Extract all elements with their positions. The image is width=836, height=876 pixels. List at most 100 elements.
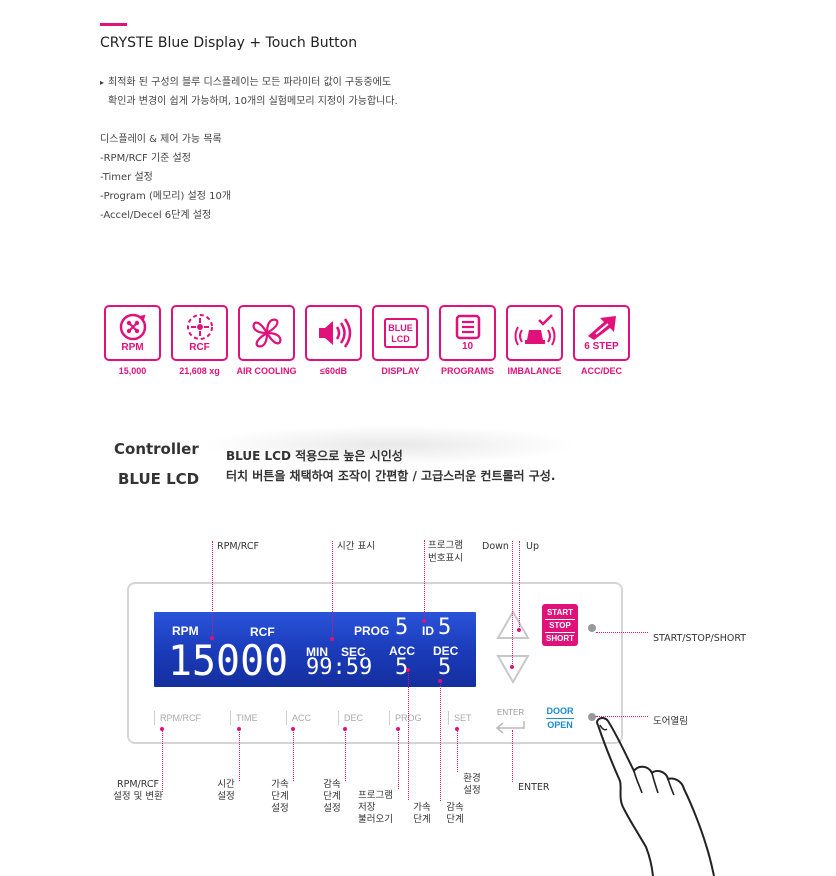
feature-caption: DISPLAY [381, 366, 420, 376]
feature-caption: 15,000 [118, 366, 147, 376]
feature-box-label: RCF [189, 342, 210, 353]
button-divider [448, 711, 449, 725]
button-divider [338, 711, 339, 725]
controller-title: Controller [114, 440, 199, 458]
callout-door-open: 도어열림 [653, 716, 688, 727]
lcd-id-label: ID [422, 624, 434, 638]
leader-line [424, 540, 425, 620]
rpm-icon [119, 313, 146, 341]
button-divider [230, 711, 231, 725]
accent-bar [100, 23, 127, 26]
leader-line [596, 632, 648, 633]
controller-subtitle: BLUE LCD [118, 470, 200, 488]
controller-desc-line-1: BLUE LCD 적용으로 높은 시인성 [226, 449, 403, 463]
enter-button[interactable]: ENTER [497, 708, 525, 717]
time-button[interactable]: TIME [236, 713, 258, 723]
feature-caption: ACC/DEC [580, 366, 622, 376]
description-line-1: 최적화 된 구성의 블루 디스플레이는 모든 파라미터 값이 구동중에도 [108, 77, 392, 88]
lcd-prog-label: PROG [354, 624, 390, 638]
feature-caption: PROGRAMS [440, 366, 494, 376]
callout-rpm-rcf-display: RPM/RCF [217, 541, 259, 552]
speaker-icon [318, 318, 351, 348]
capability-item: -Accel/Decel 6단계 설정 [100, 210, 212, 221]
leader-line [512, 730, 513, 782]
rpm-rcf-button[interactable]: RPM/RCF [160, 713, 201, 723]
lcd-dec-value: 5 [438, 655, 452, 680]
callout-start-stop-short: START/STOP/SHORT [653, 633, 747, 644]
callout-up: Up [526, 541, 539, 552]
lcd-sec-label: SEC [341, 645, 366, 659]
feature-rcf: RCF 21,608 xg [166, 305, 233, 376]
leader-dot [210, 636, 214, 640]
controller-desc-line-2: 터치 버튼을 채택하여 조작이 간편함 / 고급스러운 컨트롤러 구성. [226, 469, 556, 483]
lcd-prog-value: 5 [395, 615, 409, 640]
feature-caption: IMBALANCE [507, 366, 562, 376]
section-title: CRYSTE Blue Display + Touch Button [100, 35, 358, 51]
feature-box-label: RPM [121, 342, 144, 353]
start-stop-short-button[interactable]: START STOP SHORT [542, 604, 578, 646]
list-icon [455, 314, 480, 340]
leader-dot [510, 665, 514, 669]
short-label: SHORT [546, 634, 574, 643]
imbalance-icon [514, 314, 555, 346]
feature-acc-dec: 6 STEP ACC/DEC [568, 305, 635, 376]
callout-enter: ENTER [518, 782, 550, 793]
capability-item: -Timer 설정 [100, 172, 153, 183]
door-label: DOOR [546, 706, 574, 716]
capability-list: 디스플레이 & 제어 가능 목록 -RPM/RCF 기준 설정 -Timer 설… [100, 130, 231, 225]
capability-item: -Program (메모리) 설정 10개 [100, 191, 232, 202]
leader-dot [330, 637, 334, 641]
leader-line [212, 541, 213, 637]
capability-item: -RPM/RCF 기준 설정 [100, 153, 191, 164]
leader-line [408, 670, 409, 800]
feature-icons: RPM 15,000 RCF 21,608 xg AIR COOLING [99, 305, 635, 376]
door-open-button[interactable]: DOOR OPEN [546, 706, 574, 731]
feature-noise: ≤60dB [300, 305, 367, 376]
leader-line [293, 729, 294, 781]
lcd-min-label: MIN [306, 645, 328, 659]
feature-air-cooling: AIR COOLING [233, 305, 300, 376]
leader-line [512, 541, 513, 666]
dec-button[interactable]: DEC [344, 713, 364, 723]
step-arrow-icon [587, 316, 616, 340]
leader-line [519, 541, 520, 629]
leader-line [457, 729, 458, 772]
leader-line [239, 729, 240, 781]
lcd-speed-value: 15000 [168, 636, 289, 685]
feature-programs: 10 PROGRAMS [434, 305, 501, 376]
set-button[interactable]: SET [454, 713, 472, 723]
button-divider [286, 711, 287, 725]
acc-button[interactable]: ACC [292, 713, 312, 723]
lcd-rcf-label: RCF [250, 625, 275, 639]
feature-caption: AIR COOLING [236, 366, 297, 376]
leader-line [345, 729, 346, 781]
blue-lcd-display: RPM RCF 15000 MIN SEC 99:59 PROG 5 ID 5 … [154, 612, 476, 687]
down-arrow-button[interactable] [496, 654, 530, 684]
feature-box-label: 6 STEP [584, 341, 619, 352]
start-indicator-led [588, 624, 596, 632]
up-arrow-button[interactable] [496, 610, 530, 640]
lcd-id-value: 5 [438, 615, 452, 640]
leader-line [596, 716, 648, 717]
lcd-dec-label: DEC [433, 644, 459, 658]
feature-caption: 21,608 xg [179, 366, 220, 376]
feature-caption: ≤60dB [320, 366, 347, 376]
description-line-2: 확인과 변경이 쉽게 가능하며, 10개의 실험메모리 지정이 가능합니다. [108, 96, 398, 107]
enter-arrow-icon [495, 721, 525, 734]
fan-icon [252, 318, 281, 348]
stop-label: STOP [545, 619, 575, 633]
lcd-acc-value: 5 [395, 655, 409, 680]
capability-heading: 디스플레이 & 제어 가능 목록 [100, 134, 222, 145]
door-indicator-led [588, 713, 596, 721]
leader-dot [422, 619, 426, 623]
